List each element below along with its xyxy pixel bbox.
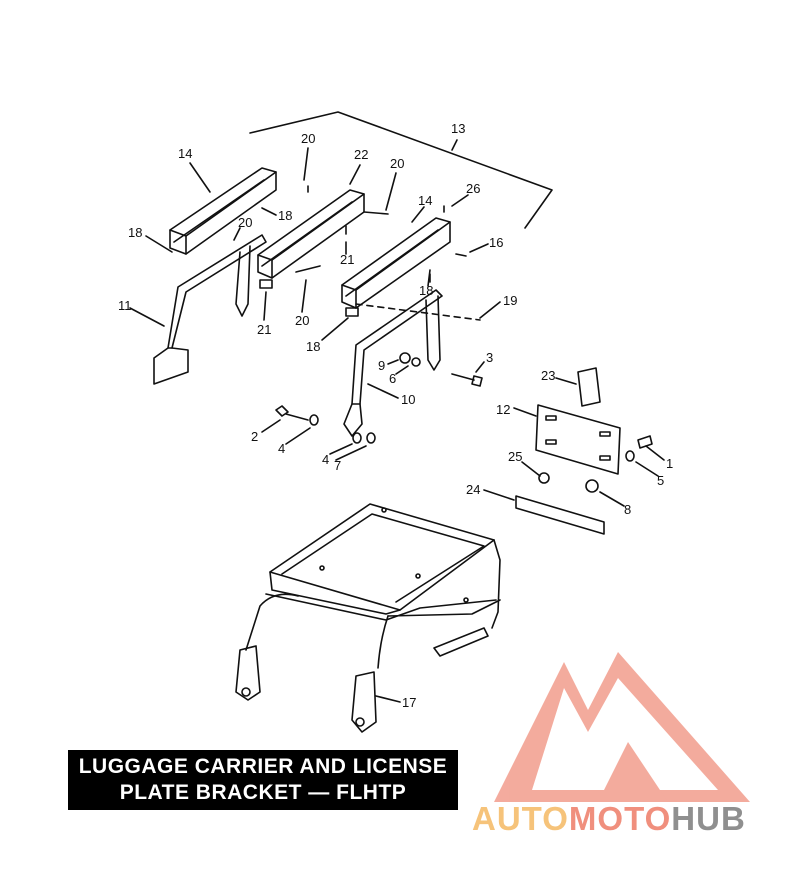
part-label-26: 26 [466,181,480,196]
part-label-11: 11 [118,298,132,313]
spacer-21a [259,279,273,289]
part-label-17: 17 [402,695,416,710]
part-label-20: 20 [301,131,315,146]
part-label-9: 9 [378,358,385,373]
pin-20 [295,265,321,273]
part-label-13: 13 [451,121,465,136]
part-label-10: 10 [401,392,415,407]
washer-5 [625,450,635,462]
bracket-right-10 [343,289,443,437]
nut-8 [585,479,599,493]
watermark-moto: MOTO [568,800,672,837]
title-line-1: LUGGAGE CARRIER AND LICENSE [78,755,448,778]
part-label-7: 7 [334,458,341,473]
title-line-2: PLATE BRACKET — FLHTP [119,781,407,804]
bolt-2 [275,405,309,421]
part-label-18: 18 [278,208,292,223]
luggage-carrier-17 [235,503,501,733]
part-label-8: 8 [624,502,631,517]
part-label-1: 1 [666,456,673,471]
part-label-18: 18 [128,225,142,240]
nut-6 [411,357,421,367]
nut-25 [538,472,550,484]
watermark-logo-icon [494,652,750,802]
part-label-20: 20 [295,313,309,328]
part-label-3: 3 [486,350,493,365]
part-label-24: 24 [466,482,480,497]
part-label-20: 20 [238,215,252,230]
part-label-21: 21 [257,322,271,337]
part-label-12: 12 [496,402,510,417]
watermark-hub: HUB [671,800,746,837]
part-label-5: 5 [657,473,664,488]
part-label-21: 21 [340,252,354,267]
part-label-22: 22 [354,147,368,162]
block-23 [577,367,601,407]
washer-4b [352,432,362,444]
diagram-title-block: LUGGAGE CARRIER AND LICENSE PLATE BRACKE… [68,750,458,810]
part-label-6: 6 [389,371,396,386]
part-label-16: 16 [489,235,503,250]
bracket-left-11 [153,234,267,385]
bolt-3 [451,373,483,387]
spacer-18 [345,307,359,317]
part-label-14: 14 [178,146,192,161]
part-label-4: 4 [322,452,329,467]
part-label-23: 23 [541,368,555,383]
bar-24 [515,495,605,535]
part-label-4: 4 [278,441,285,456]
part-label-25: 25 [508,449,522,464]
part-label-19: 19 [503,293,517,308]
part-label-20: 20 [390,156,404,171]
washer-4a [309,414,319,426]
part-label-18: 18 [306,339,320,354]
license-plate-12 [535,404,621,475]
rail-right-14 [341,217,451,309]
rail-left-14 [169,167,277,255]
watermark-auto: AUTO [472,800,569,837]
washer-9 [399,352,411,364]
bracket-line-13 [249,111,553,229]
bolt-1 [637,435,653,449]
part-label-14: 14 [418,193,432,208]
nut-7 [366,432,376,444]
part-label-2: 2 [251,429,258,444]
part-label-18: 18 [419,283,433,298]
watermark-wordmark: AUTOMOTOHUB [472,800,746,838]
